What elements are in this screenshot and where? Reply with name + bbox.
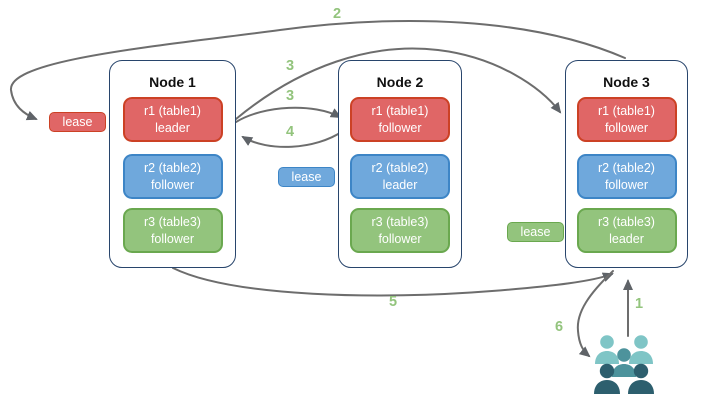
node-1-replica-r3: r3 (table3) follower [122, 208, 223, 253]
step-label-2: 2 [333, 6, 342, 22]
node-2-replica-r3: r3 (table3) follower [350, 208, 450, 253]
node-3: Node 3 r1 (table1) follower r2 (table2) … [565, 60, 688, 268]
node-2-title: Node 2 [376, 74, 424, 90]
replica-name: r1 (table1) [598, 104, 655, 119]
replica-name: r2 (table2) [371, 161, 429, 176]
step-label-5: 5 [389, 294, 398, 310]
node-3-replica-r3: r3 (table3) leader [576, 208, 677, 253]
replica-role: follower [604, 120, 649, 135]
replica-role: leader [155, 120, 190, 135]
replica-name: r3 (table3) [598, 215, 655, 230]
node-1: Node 1 r1 (table1) leader r2 (table2) fo… [109, 60, 236, 268]
replica-role: follower [150, 231, 195, 246]
arrow-step-3-to-node2 [235, 106, 342, 123]
node-1-replica-r2: r2 (table2) follower [122, 154, 223, 199]
replica-name: r2 (table2) [144, 161, 201, 176]
replica-role: follower [604, 177, 649, 192]
lease-token-table2: lease [278, 167, 335, 187]
node-2-replica-r2: r2 (table2) leader [350, 154, 450, 199]
lease-token-table1: lease [49, 112, 106, 132]
replica-name: r3 (table3) [144, 215, 201, 230]
node-2-replica-r1: r1 (table1) follower [350, 97, 450, 142]
step-label-4: 4 [286, 124, 295, 140]
step-label-1: 1 [635, 296, 644, 312]
users-middle-person [612, 348, 636, 377]
lease-token-table3: lease [507, 222, 564, 242]
node-1-title: Node 1 [149, 74, 196, 90]
step-label-3b: 3 [286, 88, 295, 104]
replica-name: r2 (table2) [598, 161, 655, 176]
replica-role: follower [378, 120, 422, 135]
arrow-step-5 [172, 267, 614, 297]
step-label-3a: 3 [286, 58, 295, 74]
arrow-step-2 [9, 20, 626, 121]
replica-role: follower [150, 177, 195, 192]
users-front-row [594, 363, 654, 394]
replica-name: r3 (table3) [371, 215, 429, 230]
replica-role: leader [609, 231, 644, 246]
node-3-replica-r2: r2 (table2) follower [576, 154, 677, 199]
node-2: Node 2 r1 (table1) follower r2 (table2) … [338, 60, 462, 268]
replica-role: leader [382, 177, 418, 192]
node-3-title: Node 3 [603, 74, 650, 90]
node-1-replica-r1: r1 (table1) leader [122, 97, 223, 142]
replica-name: r1 (table1) [144, 104, 201, 119]
replica-name: r1 (table1) [371, 104, 429, 119]
step-label-6: 6 [555, 319, 564, 335]
node-3-replica-r1: r1 (table1) follower [576, 97, 677, 142]
users-group-icon [594, 335, 654, 394]
replica-role: follower [378, 231, 422, 246]
